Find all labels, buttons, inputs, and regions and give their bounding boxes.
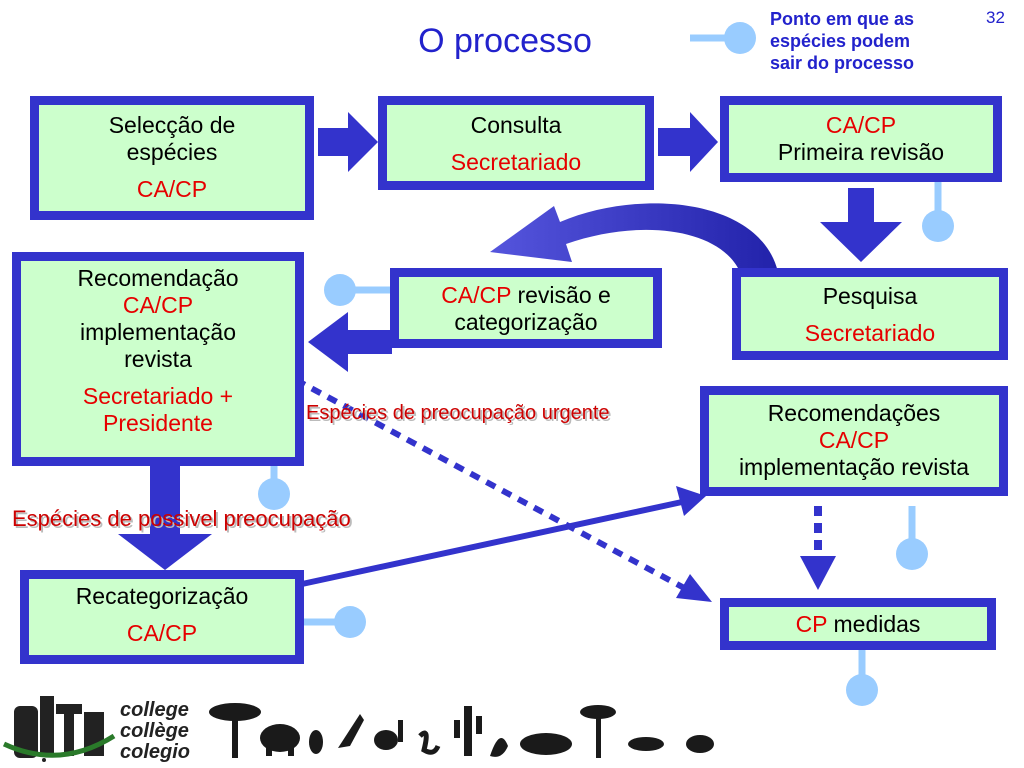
wildlife-silhouettes-icon	[209, 703, 714, 758]
box-text-red: Secretariado	[804, 320, 936, 346]
box-text-red: Secretariado +	[82, 383, 234, 409]
box-text: Primeira revisão	[777, 139, 945, 165]
arrow-revisao-to-recomendacao	[308, 312, 392, 372]
box-pesquisa: Pesquisa Secretariado	[732, 268, 1008, 360]
box-text: revista	[124, 346, 192, 372]
box-consulta: Consulta Secretariado	[378, 96, 654, 190]
exit-point-recomendacao-icon	[258, 466, 290, 510]
box-text: Recomendação	[77, 265, 239, 291]
logo-text: college collège colegio	[120, 700, 190, 763]
cites-logo-icon	[2, 696, 116, 762]
exit-point-recomendacoes-icon	[896, 506, 928, 570]
box-primeira-revisao: CA/CP Primeira revisão	[720, 96, 1002, 182]
box-revisao-categorizacao: CA/CP revisão e categorização	[390, 268, 662, 348]
box-text-red: CA/CP	[122, 292, 194, 318]
logo-line: colegio	[120, 741, 191, 763]
logo-line: collège	[120, 720, 189, 742]
page-number: 32	[986, 8, 1005, 27]
exit-point-primeira-icon	[922, 182, 954, 242]
box-text: Consulta	[470, 112, 562, 138]
legend-line: espécies podem	[770, 31, 911, 51]
box-recategorizacao: Recategorização CA/CP	[20, 570, 304, 664]
box-text: Pesquisa	[822, 283, 918, 309]
page-title: O processo	[418, 22, 592, 60]
arrow-primeira-to-pesquisa	[820, 188, 902, 262]
box-text-red: Presidente	[103, 410, 213, 436]
arrow-seleccao-to-consulta	[318, 112, 378, 172]
label-urgent-concern: Espécies de preocupação urgente	[306, 402, 610, 424]
box-text-line: CP medidas	[729, 611, 987, 638]
box-text: categorização	[454, 309, 598, 335]
box-text-line: CA/CP revisão e	[399, 282, 653, 309]
box-cp-medidas: CP medidas	[720, 598, 996, 650]
box-recomendacoes: Recomendações CA/CP implementação revist…	[700, 386, 1008, 496]
legend-line: sair do processo	[770, 53, 915, 73]
box-text: espécies	[126, 139, 218, 165]
box-text-red: Secretariado	[450, 149, 582, 175]
box-text-red: CA/CP	[441, 282, 512, 308]
legend-exit-marker-icon	[690, 22, 756, 54]
box-recomendacao: Recomendação CA/CP implementação revista…	[12, 252, 304, 466]
legend-text: Ponto em que as espécies podem sair do p…	[770, 8, 970, 74]
box-text-red: CA/CP	[818, 427, 890, 453]
box-text-red: CA/CP	[136, 176, 208, 202]
box-text-red: CA/CP	[126, 620, 198, 646]
exit-point-medidas-icon	[846, 650, 878, 706]
exit-point-recategorizacao-icon	[302, 606, 366, 638]
arrow-consulta-to-primeira	[658, 112, 718, 172]
dashed-arrow-recomendacoes-to-medidas	[800, 506, 836, 590]
dashed-arrow-urgent	[294, 377, 712, 602]
box-text-red: CP	[795, 611, 828, 637]
logo-line: college	[120, 699, 189, 721]
box-text: implementação revista	[738, 454, 970, 480]
legend-line: Ponto em que as	[770, 9, 915, 29]
arrow-recomendacao-to-recategorizacao	[118, 462, 212, 570]
line-recategorizacao-to-recomendacoes	[301, 486, 706, 587]
box-seleccao: Selecção de espécies CA/CP	[30, 96, 314, 220]
box-text: implementação	[80, 319, 236, 345]
box-text: Selecção de	[108, 112, 236, 138]
exit-point-revisao-icon	[324, 274, 392, 306]
label-possible-concern: Espécies de possivel preocupação	[12, 506, 351, 531]
box-text: Recategorização	[75, 583, 249, 609]
box-text: medidas	[827, 611, 921, 637]
box-text: revisão e	[511, 282, 611, 308]
curved-arrow-pesquisa-to-revisao	[490, 203, 778, 272]
box-text-red: CA/CP	[825, 112, 897, 138]
box-text: Recomendações	[767, 400, 941, 426]
